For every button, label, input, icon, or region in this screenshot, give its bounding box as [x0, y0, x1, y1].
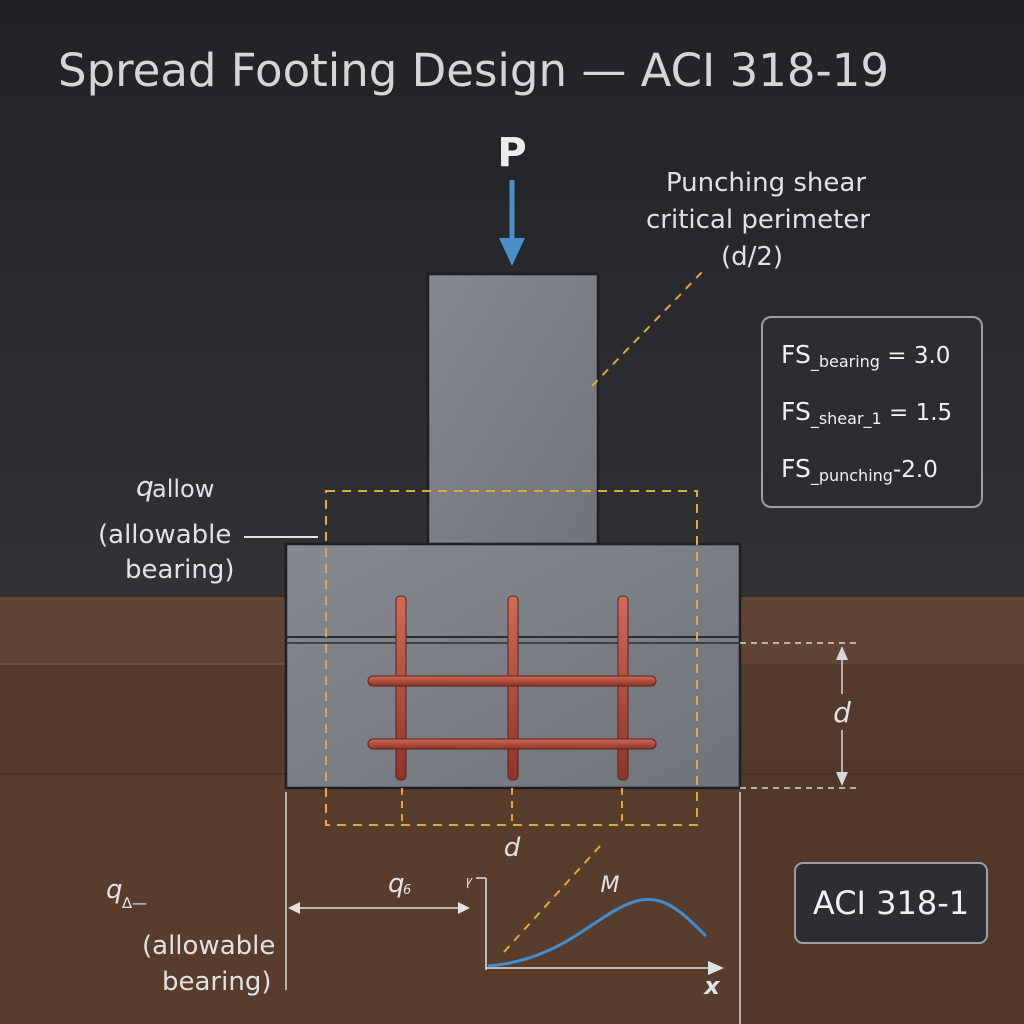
safety-factor-shear: FS_shear_1 = 1.5: [781, 397, 953, 428]
depth-label-bottom: d: [504, 833, 521, 863]
q-dimension-label: q: [388, 869, 405, 899]
q-dimension-subscript: 6: [403, 883, 411, 898]
q-allow-line: (allowable: [142, 931, 275, 961]
q-symbol: q: [136, 470, 154, 503]
fs-symbol: FS: [781, 340, 811, 369]
moment-x-axis-arrow: [708, 961, 724, 975]
q-subscript: allow: [152, 475, 214, 503]
depth-arrow-top: [836, 646, 848, 660]
safety-factor-punching: FS_punching-2.0: [781, 454, 938, 485]
fs-symbol: FS: [781, 397, 811, 426]
punching-label-line: (d/2): [721, 242, 783, 272]
rebar-vertical: [507, 595, 519, 781]
punching-shear-label: Punching shear critical perimeter (d/2): [646, 168, 870, 272]
q-subscript: ∆—: [121, 894, 147, 912]
fs-value: 1.5: [915, 400, 953, 426]
fs-relation: =: [879, 343, 914, 369]
fs-subscript: _bearing: [810, 352, 880, 371]
fs-relation: =: [881, 400, 916, 426]
q-allow-line: bearing): [162, 967, 271, 997]
punching-leader-line: [591, 271, 703, 387]
q-dimension-arrow-right: [458, 902, 470, 914]
column: [426, 272, 600, 548]
q-allow-label-bottom: q ∆— (allowable bearing): [106, 875, 275, 997]
q-symbol: q: [106, 875, 123, 905]
q-dimension-arrow-left: [288, 902, 300, 914]
moment-label: M: [601, 873, 620, 898]
fs-subscript: _shear_1: [810, 409, 882, 428]
q-allow-line: bearing): [125, 555, 234, 585]
depth-label-right: d: [833, 696, 851, 729]
rebar-cage: [367, 595, 657, 781]
load-arrow-head: [499, 238, 525, 266]
page-title: Spread Footing Design — ACI 318-19: [58, 44, 889, 97]
fs-value: 3.0: [913, 343, 951, 369]
moment-curve: [487, 897, 708, 968]
fs-symbol: FS: [781, 454, 811, 483]
rebar-vertical: [617, 595, 629, 781]
depth-label-backing: [826, 694, 856, 730]
code-badge: ACI 318-1: [794, 862, 988, 944]
punching-label-line: Punching shear: [666, 168, 866, 198]
moment-y-axis-glyph: ꝩ: [466, 874, 473, 889]
q-allow-label-top: q allow (allowable bearing): [98, 470, 234, 585]
fs-relation: -: [892, 457, 902, 483]
rebar-vertical: [395, 595, 407, 781]
safety-factors-panel: FS_bearing = 3.0 FS_shear_1 = 1.5 FS_pun…: [761, 316, 983, 508]
load-label: P: [497, 130, 526, 176]
depth-arrow-bottom: [836, 772, 848, 786]
fs-value: 2.0: [901, 457, 938, 483]
x-axis-label: x: [703, 972, 721, 1000]
q-allow-line: (allowable: [98, 520, 231, 550]
safety-factor-bearing: FS_bearing = 3.0: [781, 340, 951, 371]
punching-label-line: critical perimeter: [646, 205, 870, 235]
fs-subscript: _punching: [810, 466, 893, 485]
rebar-horizontal: [367, 675, 657, 687]
rebar-horizontal: [367, 738, 657, 750]
